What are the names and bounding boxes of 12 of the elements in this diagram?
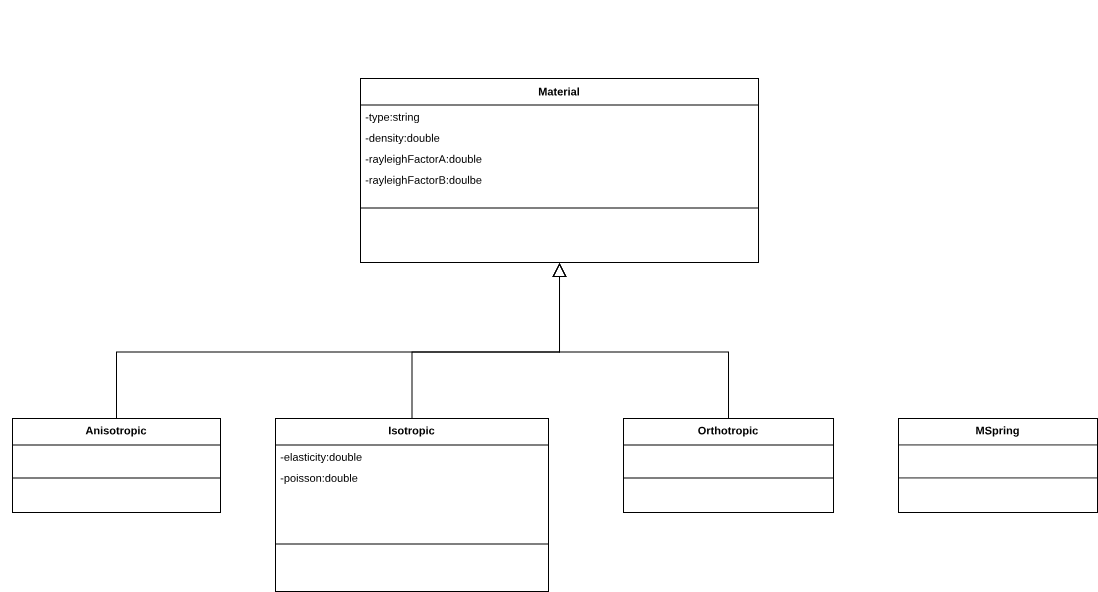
class-name: Material xyxy=(538,87,579,96)
attribute-text: -type:string xyxy=(365,112,419,124)
class-name: Orthotropic xyxy=(698,426,758,437)
attribute-text: -rayleighFactorB:doulbe xyxy=(365,175,482,187)
attribute-text: -rayleighFactorA:double xyxy=(365,154,482,166)
inheritance-arrow xyxy=(552,263,729,419)
class-name: Anisotropic xyxy=(85,426,147,437)
attribute-text: -poisson:double xyxy=(280,473,358,485)
class-name: MSpring xyxy=(976,426,1019,437)
attribute-text: -elasticity:double xyxy=(280,452,362,464)
class-name: Isotropic xyxy=(389,426,435,437)
attribute-text: -density:double xyxy=(365,133,440,145)
